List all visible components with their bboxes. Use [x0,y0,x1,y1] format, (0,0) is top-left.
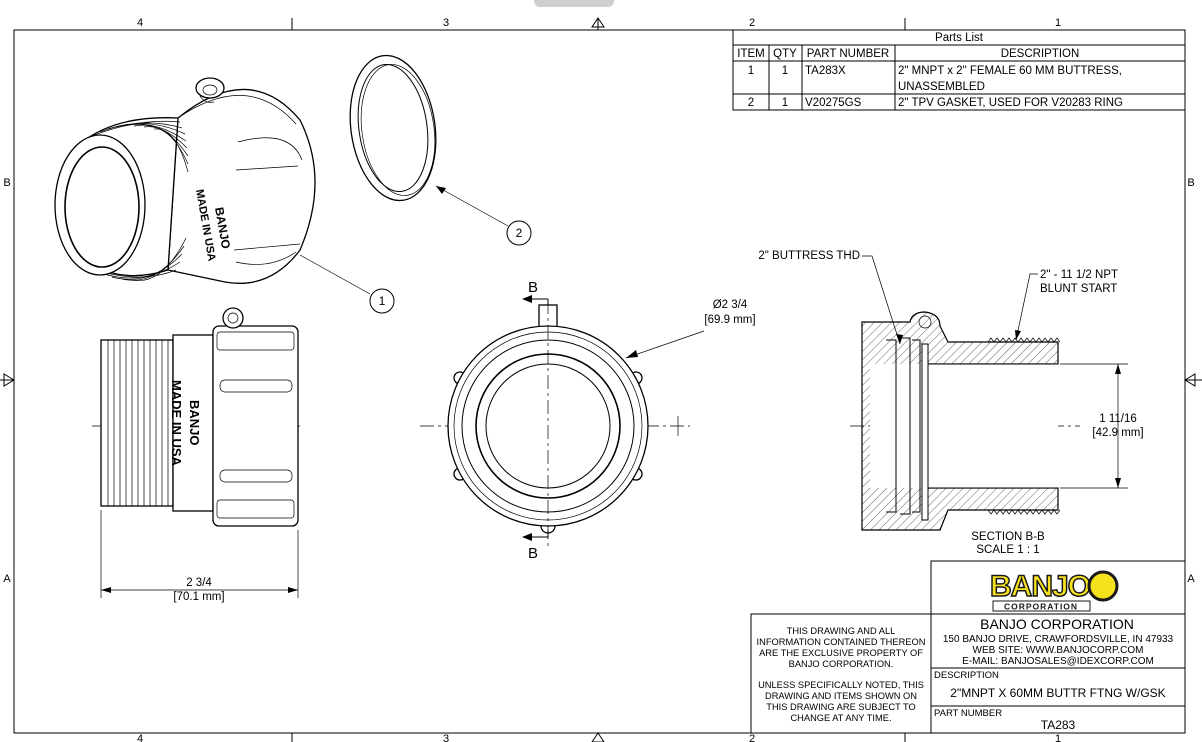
row2-qty: 1 [782,97,788,109]
notice-p2-line1: UNLESS SPECIFICALLY NOTED, THIS [758,680,924,690]
row2-item: 2 [748,97,754,109]
part-number-label: PART NUMBER [934,708,1002,719]
zone-right-a: A [1187,573,1195,585]
notice-p1-line1: THIS DRAWING AND ALL [787,626,896,636]
row1-desc-line1: 2" MNPT x 2" FEMALE 60 MM BUTTRESS, [898,65,1122,77]
dim-length: 2 3/4 [186,577,212,589]
zone-top-2: 2 [749,17,755,29]
notice-p1-line3: ARE THE EXCLUSIVE PROPERTY OF [759,648,923,658]
front-view: B B Ø2 3/4 [69.9 mm] [420,279,756,562]
section-scale: SCALE 1 : 1 [976,544,1039,556]
drawing-border [0,17,1202,742]
section-title: SECTION B-B [971,531,1045,543]
zone-bottom-4: 4 [137,733,143,742]
callout-buttress-thread: 2" BUTTRESS THD [758,250,860,262]
part-number-value: TA283 [1041,718,1076,732]
parts-list-title: Parts List [935,32,984,44]
iso-view-gasket: 2 [349,54,532,246]
dim-outer-diameter: Ø2 3/4 [713,299,748,311]
zone-bottom-3: 3 [443,733,449,742]
notice-p1-line2: INFORMATION CONTAINED THEREON [757,637,926,647]
zone-top-1: 1 [1055,17,1061,29]
banjo-logo: BANJO CORPORATION [989,569,1119,612]
zone-left-a: A [3,573,11,585]
notice-p2-line2: DRAWING AND ITEMS SHOWN ON [765,691,917,701]
zone-top-3: 3 [443,17,449,29]
row1-item: 1 [748,65,754,77]
company-email: E-MAIL: BANJOSALES@IDEXCORP.COM [962,656,1154,667]
zone-top-4: 4 [137,17,143,29]
parts-list-table: Parts List ITEM QTY PART NUMBER DESCRIPT… [732,29,1186,111]
viewer-toolbar-tab[interactable] [534,0,614,7]
row2-part: V20275GS [805,97,862,109]
company-website: WEB SITE: WWW.BANJOCORP.COM [973,645,1144,656]
balloon-item-2: 2 [516,226,523,240]
company-address: 150 BANJO DRIVE, CRAWFORDSVILLE, IN 4793… [943,634,1174,645]
description-label: DESCRIPTION [934,670,999,681]
iso-view-fitting: BANJO MADE IN USA 1 [54,77,395,314]
col-qty: QTY [773,48,797,60]
zone-labels: 4 3 2 1 4 3 2 1 B A B A [3,17,1195,742]
zone-bottom-1: 1 [1055,733,1061,742]
row2-desc: 2" TPV GASKET, USED FOR V20283 RING [898,97,1123,109]
svg-text:BANJO: BANJO [990,570,1091,603]
dim-bore: 1 11/16 [1099,413,1137,425]
callout-blunt-start: BLUNT START [1040,283,1117,295]
side-view: BANJO MADE IN USA 2 3/4 [70.1 mm] [92,307,300,603]
col-description: DESCRIPTION [1001,48,1080,60]
row1-qty: 1 [782,65,788,77]
side-emboss-origin: MADE IN USA [169,380,184,467]
title-block: BANJO CORPORATION BANJO CORPORATION 150 … [750,560,1186,734]
row1-part: TA283X [805,65,846,77]
dim-length-mm: [70.1 mm] [173,591,224,603]
dim-outer-diameter-mm: [69.9 mm] [704,314,755,326]
notice-p2-line3: THIS DRAWING ARE SUBJECT TO [766,702,915,712]
zone-left-b: B [3,177,10,189]
zone-bottom-2: 2 [749,733,755,742]
description-value: 2"MNPT X 60MM BUTTR FTNG W/GSK [950,686,1165,700]
notice-p2-line4: CHANGE AT ANY TIME. [790,713,891,723]
col-item: ITEM [737,48,764,60]
svg-text:CORPORATION: CORPORATION [1004,602,1078,612]
dim-bore-mm: [42.9 mm] [1092,427,1143,439]
section-marker-bottom: B [528,545,538,562]
section-marker-top: B [528,279,538,296]
callout-npt: 2" - 11 1/2 NPT [1040,269,1118,281]
row1-desc-line2: UNASSEMBLED [898,81,985,93]
balloon-item-1: 1 [379,294,386,308]
section-view: 1 11/16 [42.9 mm] 2" BUTTRESS THD 2" - 1… [758,250,1143,556]
notice-p1-line4: BANJO CORPORATION. [789,659,894,669]
side-emboss-brand: BANJO [187,400,202,446]
company-name: BANJO CORPORATION [980,616,1134,632]
zone-right-b: B [1187,177,1194,189]
col-part-number: PART NUMBER [807,48,889,60]
